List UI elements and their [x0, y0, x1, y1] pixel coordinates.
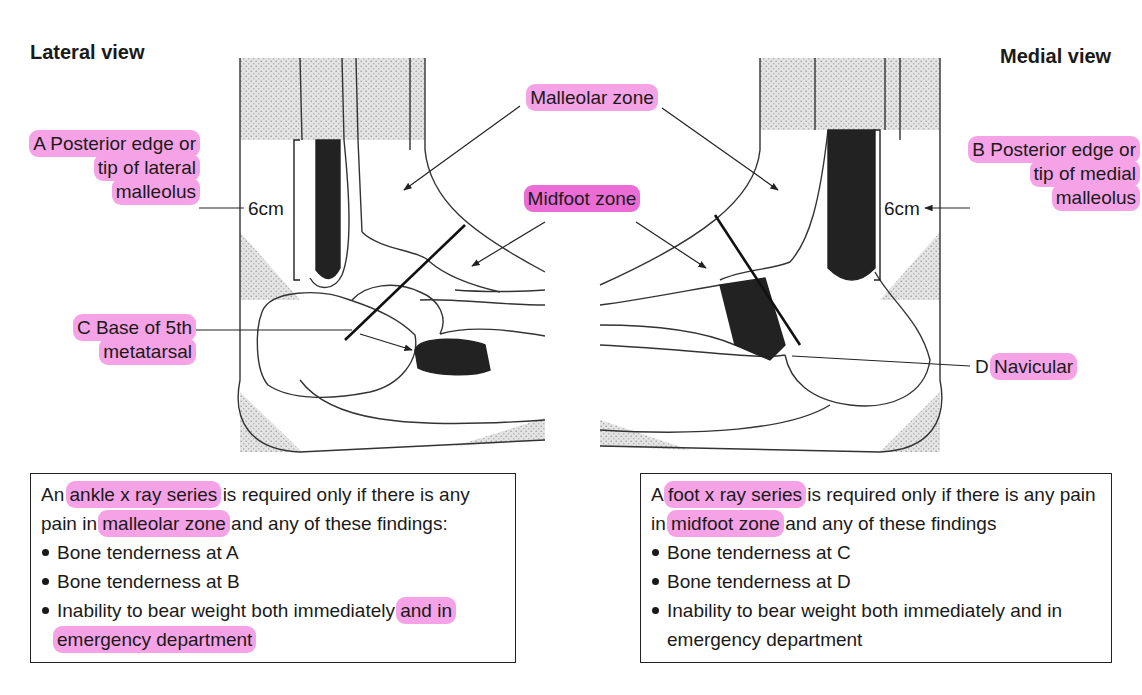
- lateral-foot: [238, 58, 545, 452]
- rule-text: An ankle x ray series is required only i…: [41, 480, 505, 538]
- point-label: B Posterior edge or tip of medial malleo…: [970, 138, 1136, 209]
- bullet-dot: [42, 578, 49, 585]
- criterion-text: Bone tenderness at A: [57, 538, 239, 567]
- criterion-text: Bone tenderness at C: [667, 538, 851, 567]
- zone-label: Midfoot zone: [482, 187, 682, 211]
- rule-text: A foot x ray series is required only if …: [651, 480, 1101, 538]
- rule-box: An ankle x ray series is required only i…: [30, 473, 516, 663]
- view-title: Lateral view: [30, 40, 230, 65]
- dimension-label: 6cm: [884, 197, 930, 221]
- criterion-text: Bone tenderness at B: [57, 567, 240, 596]
- point-label: C Base of 5th metatarsal: [40, 316, 192, 364]
- point-label: D Navicular: [975, 355, 1125, 379]
- rule-box: A foot x ray series is required only if …: [640, 473, 1112, 663]
- leader-lines: [194, 106, 970, 366]
- view-title: Medial view: [1000, 44, 1136, 69]
- bullet-dot: [42, 607, 49, 614]
- zone-label: Malleolar zone: [512, 86, 672, 110]
- bullet-dot: [652, 549, 659, 556]
- dimension-label: 6cm: [248, 197, 294, 221]
- medial-foot: [600, 58, 942, 452]
- criterion-text: Inability to bear weight both immediatel…: [57, 596, 505, 654]
- point-label: A Posterior edge or tip of lateral malle…: [28, 132, 196, 203]
- criterion-text: Inability to bear weight both immediatel…: [667, 596, 1101, 654]
- criterion-text: Bone tenderness at D: [667, 567, 851, 596]
- bullet-dot: [652, 607, 659, 614]
- bullet-dot: [652, 578, 659, 585]
- bullet-dot: [42, 549, 49, 556]
